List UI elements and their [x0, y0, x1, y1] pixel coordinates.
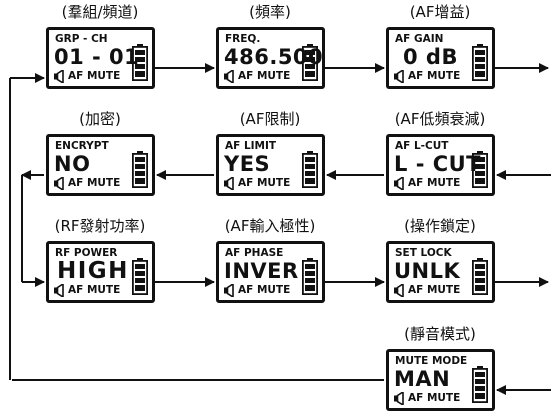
screen-value-mute-mode: MAN	[394, 367, 451, 391]
speaker-icon	[394, 283, 404, 297]
screen-value-set-lock: UNLK	[394, 259, 461, 283]
battery-icon	[472, 44, 488, 81]
lcd-set-lock: SET LOCK UNLK AF MUTE	[386, 241, 495, 303]
af-mute-text: AF MUTE	[408, 70, 461, 82]
caption-set-lock: (操作鎖定)	[404, 217, 476, 235]
screen-label-rf-power: RF POWER	[55, 247, 118, 259]
screen-value-af-phase: INVER	[224, 259, 299, 283]
lcd-encrypt: ENCRYPT NO AF MUTE	[46, 134, 155, 196]
speaker-icon	[394, 176, 404, 190]
caption-freq: (頻率)	[249, 3, 291, 21]
screen-label-set-lock: SET LOCK	[395, 247, 452, 259]
screen-label-af-gain: AF GAIN	[395, 33, 444, 45]
screen-label-af-limit: AF LIMIT	[225, 140, 277, 152]
speaker-icon	[224, 69, 234, 83]
af-mute-text: AF MUTE	[238, 284, 291, 296]
caption-grp-ch: (羣組/頻道)	[61, 3, 139, 21]
speaker-icon	[54, 283, 64, 297]
speaker-icon	[224, 283, 234, 297]
battery-icon	[472, 151, 488, 188]
caption-af-lcut: (AF低頻衰減)	[394, 110, 486, 128]
screen-value-af-gain: 0 dB	[403, 45, 458, 69]
af-mute-indicator: AF MUTE	[394, 283, 460, 297]
screen-label-grp-ch: GRP - CH	[55, 33, 108, 45]
lcd-grp-ch: GRP - CH 01 - 01 AF MUTE	[46, 27, 155, 89]
af-mute-text: AF MUTE	[408, 392, 461, 404]
screen-value-af-limit: YES	[224, 152, 271, 176]
speaker-icon	[54, 69, 64, 83]
screen-value-rf-power: HIGH	[57, 258, 129, 284]
caption-rf-power: (RF發射功率)	[54, 217, 146, 235]
af-mute-indicator: AF MUTE	[394, 176, 460, 190]
af-mute-indicator: AF MUTE	[54, 176, 120, 190]
speaker-icon	[54, 176, 64, 190]
screen-value-af-lcut: L - CUT	[394, 152, 482, 176]
battery-icon	[302, 258, 318, 295]
battery-icon	[132, 44, 148, 81]
af-mute-indicator: AF MUTE	[224, 283, 290, 297]
af-mute-indicator: AF MUTE	[394, 391, 460, 405]
af-mute-text: AF MUTE	[68, 70, 121, 82]
screen-value-grp-ch: 01 - 01	[54, 45, 140, 69]
screen-label-freq: FREQ.	[225, 33, 261, 45]
speaker-icon	[224, 176, 234, 190]
screen-label-af-phase: AF PHASE	[225, 247, 284, 259]
screen-label-encrypt: ENCRYPT	[55, 140, 109, 152]
speaker-icon	[394, 69, 404, 83]
af-mute-indicator: AF MUTE	[224, 176, 290, 190]
battery-icon	[302, 151, 318, 188]
af-mute-text: AF MUTE	[238, 70, 291, 82]
af-mute-text: AF MUTE	[408, 177, 461, 189]
battery-icon	[132, 258, 148, 295]
battery-icon	[472, 258, 488, 295]
lcd-mute-mode: MUTE MODE MAN AF MUTE	[386, 349, 495, 411]
af-mute-indicator: AF MUTE	[54, 69, 120, 83]
lcd-af-lcut: AF L-CUT L - CUT AF MUTE	[386, 134, 495, 196]
speaker-icon	[394, 391, 404, 405]
af-mute-indicator: AF MUTE	[394, 69, 460, 83]
af-mute-text: AF MUTE	[408, 284, 461, 296]
battery-icon	[472, 366, 488, 403]
screen-label-af-lcut: AF L-CUT	[395, 140, 449, 152]
af-mute-text: AF MUTE	[238, 177, 291, 189]
screen-label-mute-mode: MUTE MODE	[395, 355, 468, 367]
caption-af-limit: (AF限制)	[239, 110, 301, 128]
battery-icon	[302, 44, 318, 81]
lcd-freq: FREQ. 486.500 AF MUTE	[216, 27, 325, 89]
caption-encrypt: (加密)	[79, 110, 121, 128]
lcd-rf-power: RF POWER HIGH AF MUTE	[46, 241, 155, 303]
caption-af-gain: (AF增益)	[409, 3, 471, 21]
af-mute-text: AF MUTE	[68, 177, 121, 189]
lcd-af-limit: AF LIMIT YES AF MUTE	[216, 134, 325, 196]
af-mute-indicator: AF MUTE	[224, 69, 290, 83]
lcd-af-phase: AF PHASE INVER AF MUTE	[216, 241, 325, 303]
af-mute-text: AF MUTE	[68, 284, 121, 296]
lcd-af-gain: AF GAIN 0 dB AF MUTE	[386, 27, 495, 89]
caption-af-phase: (AF輸入極性)	[224, 217, 316, 235]
caption-mute-mode: (靜音模式)	[404, 325, 476, 343]
screen-value-encrypt: NO	[54, 152, 91, 176]
af-mute-indicator: AF MUTE	[54, 283, 120, 297]
battery-icon	[132, 151, 148, 188]
